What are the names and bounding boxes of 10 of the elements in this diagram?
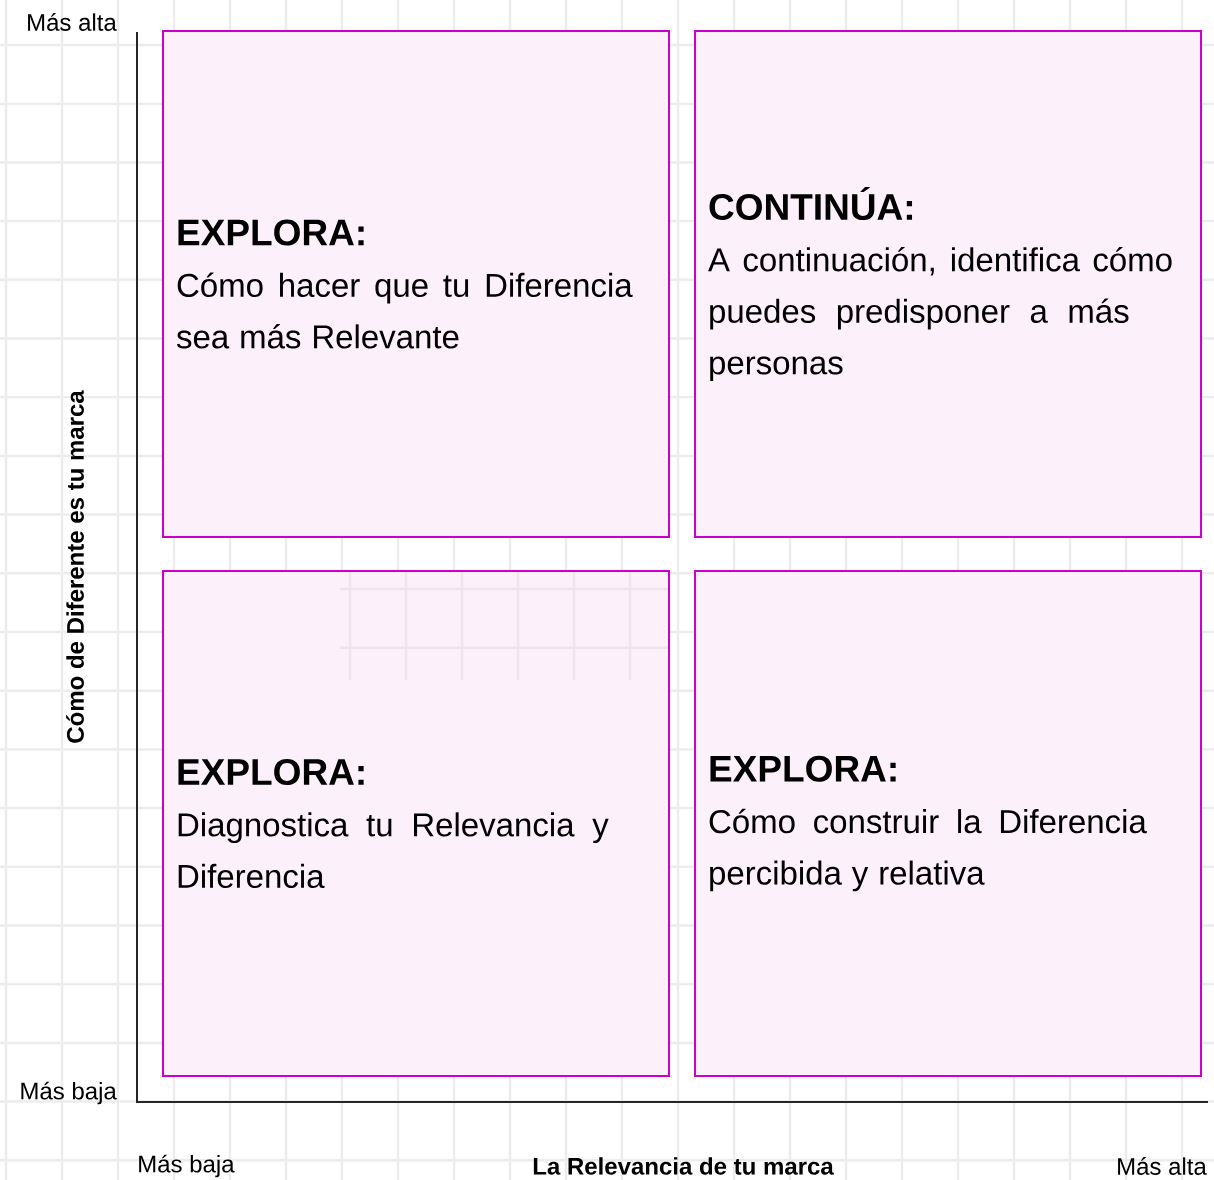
quadrant-box: CONTINÚA: A continuación, identifica cómo puedes predisponer a más personas [694, 30, 1202, 538]
axis-end-label: Más baja [139, 1154, 235, 1178]
quadrant-box: EXPLORA: Diagnostica tu Relevancia y Diferencia [162, 570, 670, 1077]
quadrant-box: EXPLORA: Cómo hacer que tu Diferencia sea más Relevante [162, 30, 670, 538]
quadrant-box: EXPLORA: Cómo construir la Diferencia percibida y relativa [694, 570, 1202, 1077]
axis-end-label: Más baja [21, 1081, 117, 1105]
axis-title: Cómo de Diferente es tu marca [66, 390, 84, 743]
axis-end-label: Más alta [1118, 1157, 1207, 1175]
axis-end-label: Más alta [28, 13, 117, 31]
axis-title: La Relevancia de tu marca [533, 1157, 834, 1175]
